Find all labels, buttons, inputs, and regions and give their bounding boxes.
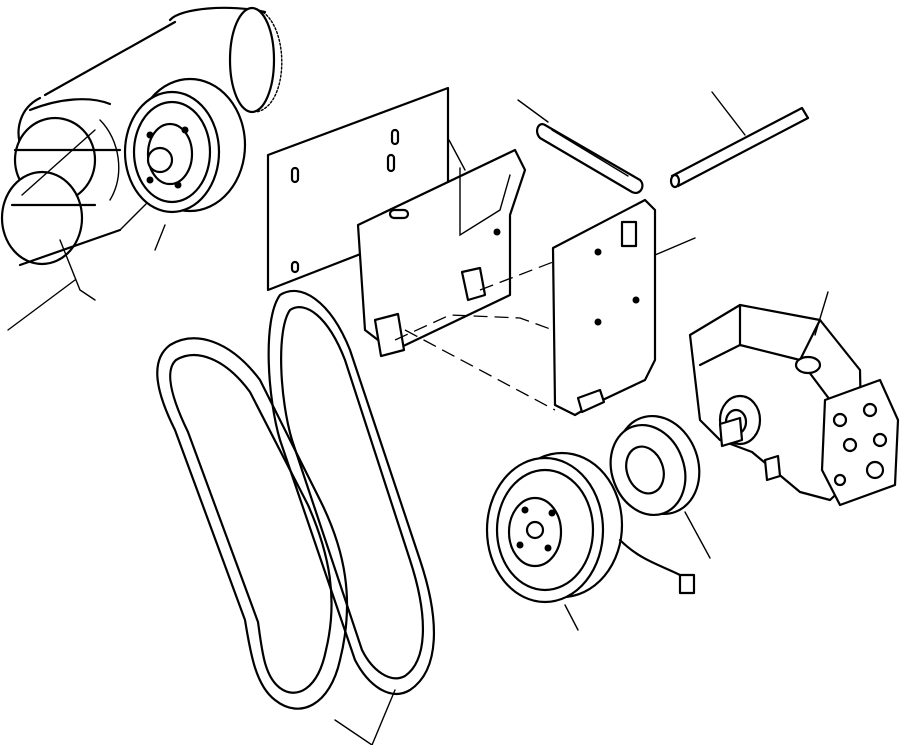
link-leader-line [517,99,549,123]
pivot-rod [669,91,810,189]
belt-leader-line-2 [371,689,396,745]
engine-housing [0,6,283,331]
alignment-line-3 [404,329,556,411]
compressor [688,291,900,507]
alignment-line-2 [479,261,554,291]
bracket-right-leader-line [654,237,696,256]
pulley-leader-line [154,224,166,251]
clutch-pulley [485,451,696,631]
coil-leader-line [684,511,711,559]
clutch-leader-line [564,604,579,631]
clutch-coil [609,414,711,559]
compressor-leader-line [814,291,829,336]
compressor-bracket [551,198,696,417]
adjusting-link [517,99,644,194]
bracket-leader-line [448,139,466,171]
crankshaft-pulley [123,77,247,251]
rod-leader-line [711,91,746,136]
adjusting-bracket [356,139,527,358]
mounting-plate [266,86,450,292]
v-belts [156,289,436,745]
alignment-line-1 [394,314,554,341]
belt-leader-line-1 [334,719,373,745]
